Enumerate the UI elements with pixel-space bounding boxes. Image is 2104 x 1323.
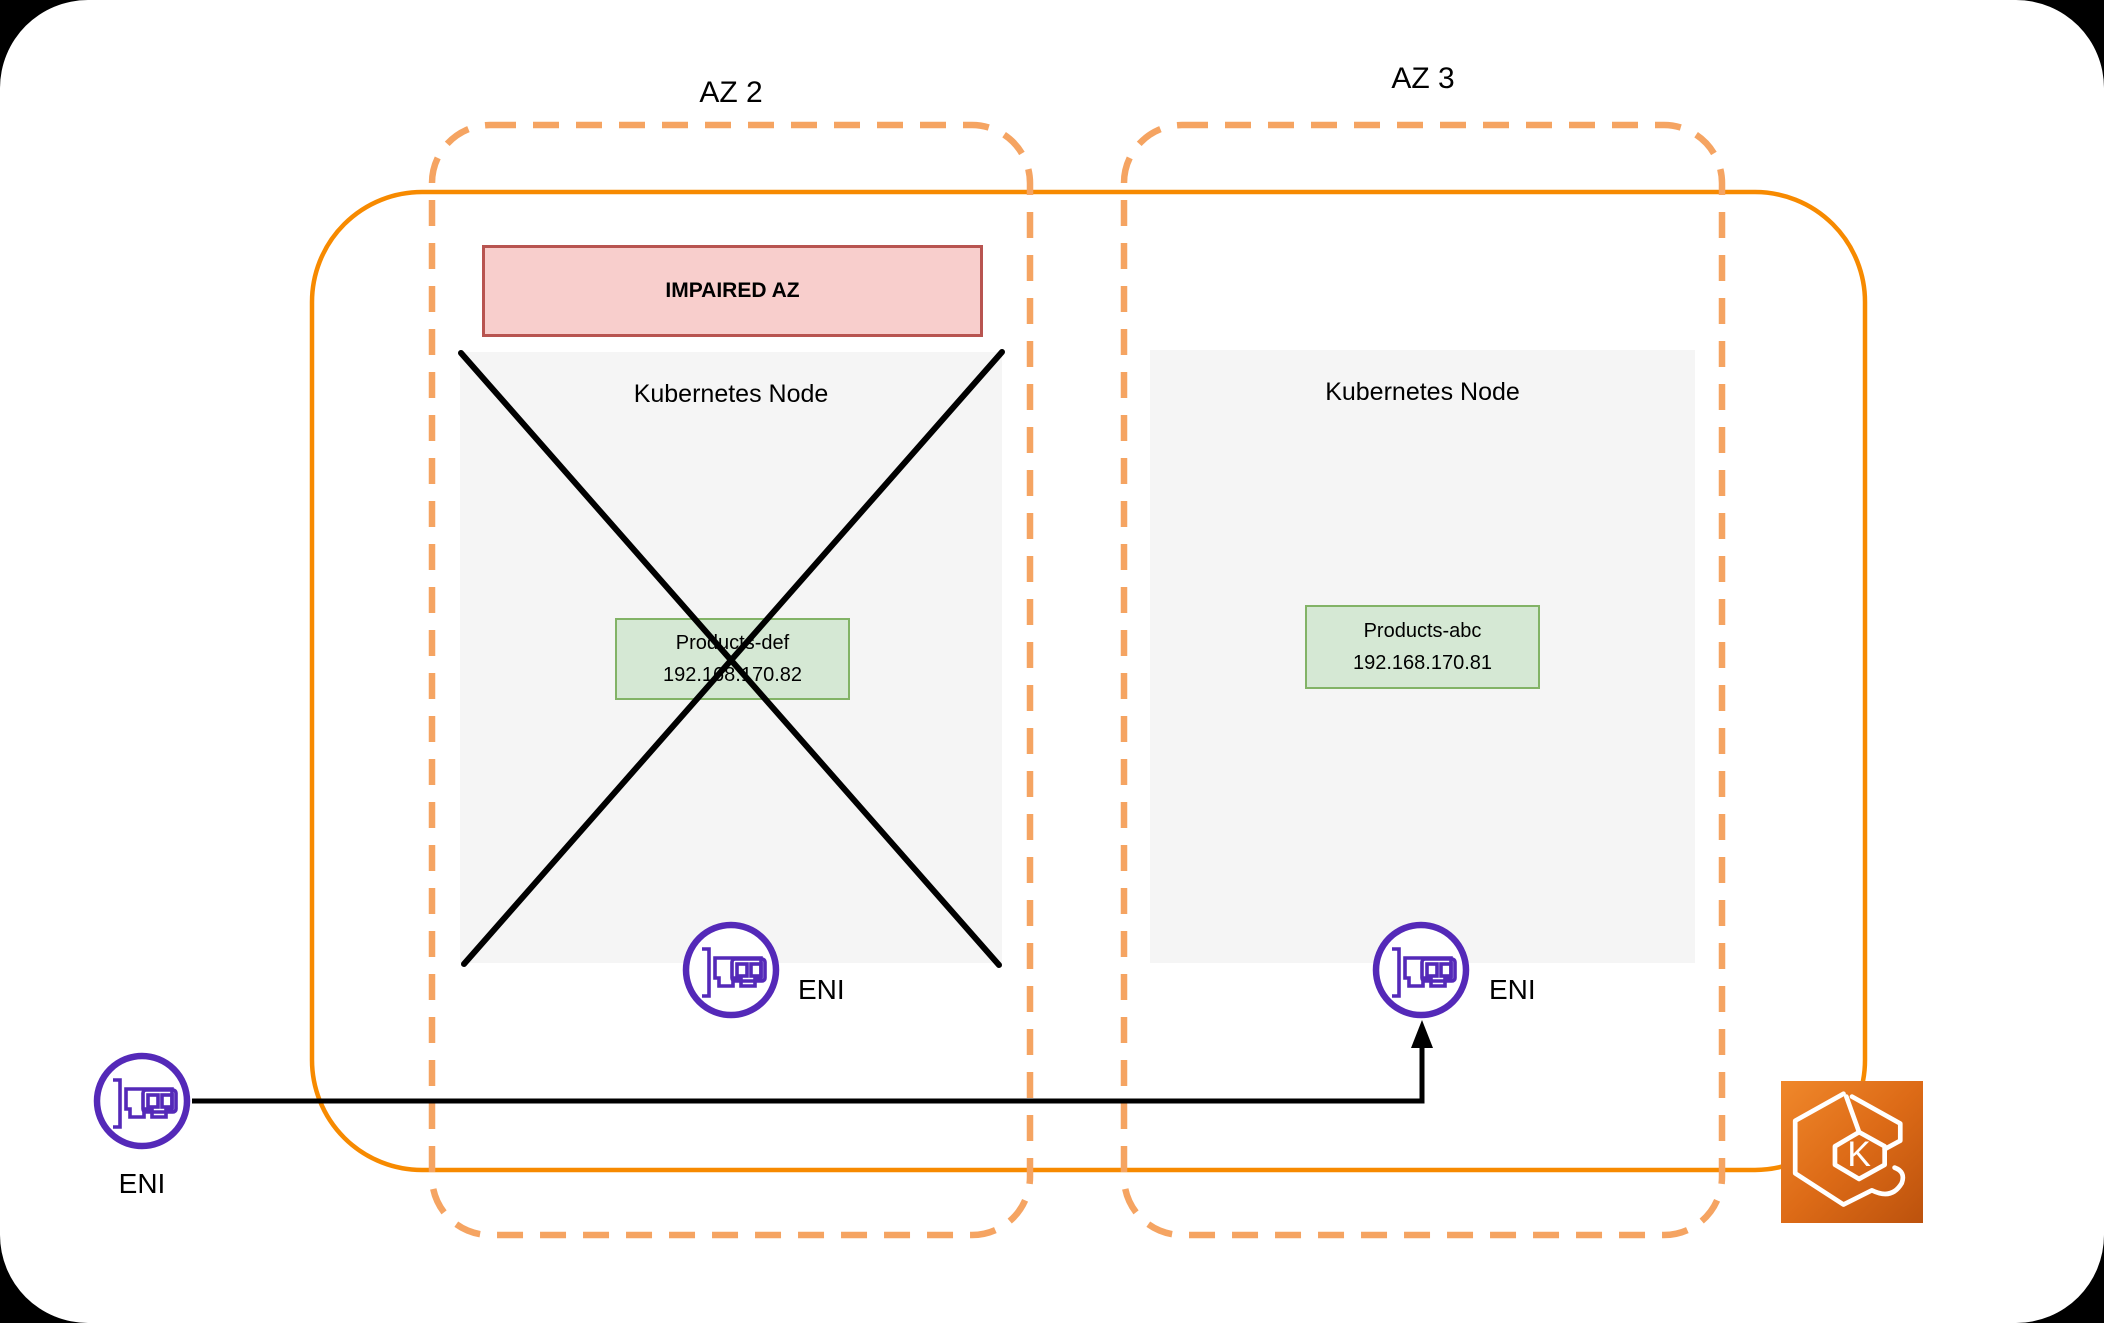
eni-label: ENI	[798, 974, 845, 1005]
eni-icon-node1	[682, 921, 780, 1019]
eni-icon-node2	[1372, 921, 1470, 1019]
az2-label: AZ 2	[699, 76, 763, 109]
eni-label: ENI	[118, 1168, 166, 1199]
pod-ip: 192.168.170.81	[1352, 651, 1493, 674]
az2-boundary	[428, 121, 1034, 1239]
node-title: Kubernetes Node	[1325, 378, 1520, 406]
az3-boundary	[1120, 121, 1726, 1239]
pod-name: Products-abc	[1363, 619, 1482, 642]
amazon-eks-icon: K	[1781, 1081, 1923, 1223]
eni-attach-arrow	[192, 1020, 1433, 1104]
pod-ip: 192.168.170.82	[662, 663, 803, 686]
pod-products-def: Products-def 192.168.170.82	[615, 618, 850, 700]
node-title: Kubernetes Node	[633, 380, 829, 408]
impaired-az-banner: IMPAIRED AZ	[482, 245, 983, 337]
pod-products-abc: Products-abc 192.168.170.81	[1305, 605, 1540, 689]
eks-letter: K	[1847, 1134, 1871, 1174]
eks-cluster-boundary	[309, 189, 1868, 1173]
eni-label: ENI	[1489, 974, 1536, 1005]
eni-icon-floating	[93, 1052, 191, 1150]
pod-name: Products-def	[675, 631, 790, 654]
failure-cross-icon	[458, 349, 1005, 968]
az3-label: AZ 3	[1391, 62, 1455, 95]
